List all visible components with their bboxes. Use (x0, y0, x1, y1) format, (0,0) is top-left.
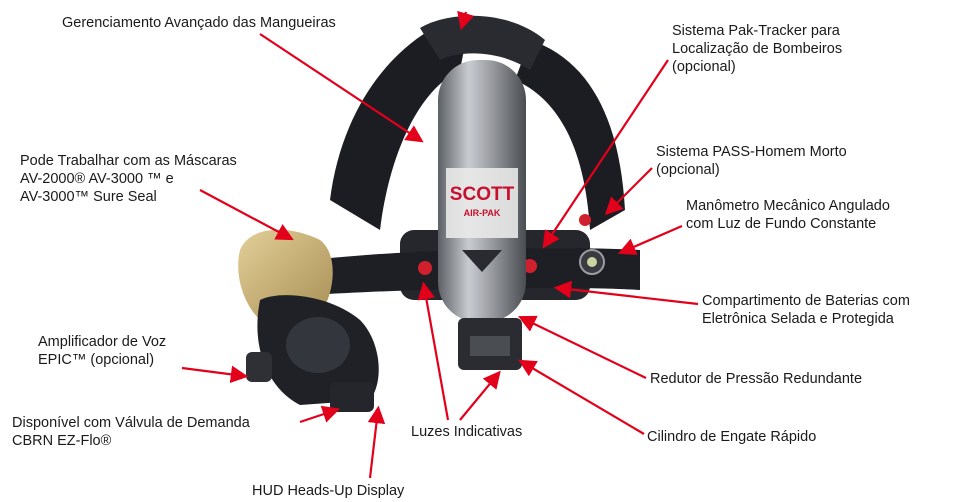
label-hose-management: Gerenciamento Avançado das Mangueiras (62, 14, 336, 32)
label-line: EPIC™ (opcional) (38, 352, 155, 368)
arrow-hud (367, 405, 386, 479)
label-line: Cilindro de Engate Rápido (647, 429, 817, 445)
label-line: Redutor de Pressão Redundante (650, 371, 863, 387)
label-line: (opcional) (656, 162, 720, 178)
label-line: CBRN EZ-Flo® (12, 433, 112, 449)
label-line: Luzes Indicativas (411, 424, 523, 440)
callout-arrows (181, 10, 699, 479)
label-line: com Luz de Fundo Constante (686, 216, 877, 232)
arrow-gauge (617, 224, 683, 255)
top-strap (420, 15, 545, 70)
label-pressure-reducer: Redutor de Pressão Redundante (650, 370, 862, 388)
label-line: Eletrônica Selada e Protegida (702, 311, 894, 327)
label-line: Sistema PASS-Homem Morto (656, 144, 847, 160)
label-pass-system: Sistema PASS-Homem Morto (opcional) (656, 143, 847, 179)
right-shoulder-strap (515, 40, 625, 230)
arrow-voice (181, 365, 249, 384)
arrow-tracker (542, 59, 669, 249)
label-line: AV-2000® AV-3000 ™ e (20, 171, 174, 187)
label-quick-connect-cylinder: Cilindro de Engate Rápido (647, 428, 816, 446)
label-line: Pode Trabalhar com as Máscaras (20, 153, 237, 169)
label-line: Compartimento de Baterias com (702, 293, 910, 309)
arrow-reducer (518, 315, 647, 379)
arrow-battery (553, 280, 699, 306)
arrow-lights-r (459, 370, 501, 421)
label-indicator-lights: Luzes Indicativas (411, 423, 522, 441)
label-gauge: Manômetro Mecânico Angulado com Luz de Fu… (686, 197, 890, 233)
label-line: HUD Heads-Up Display (252, 483, 405, 499)
label-line: Manômetro Mecânico Angulado (686, 198, 890, 214)
label-line: Localização de Bombeiros (672, 41, 843, 57)
arrow-top (457, 10, 475, 31)
indicator-light-right (523, 259, 537, 273)
arrow-hoses (259, 33, 424, 143)
voice-amplifier (246, 352, 272, 382)
pass-light (579, 214, 591, 226)
label-line: Gerenciamento Avançado das Mangueiras (62, 15, 336, 31)
label-line: Disponível com Válvula de Demanda (12, 415, 250, 431)
arrow-lights-l (417, 281, 450, 421)
label-line: (opcional) (672, 59, 736, 75)
svg-text:SCOTT: SCOTT (450, 184, 515, 205)
left-shoulder-strap (330, 20, 470, 230)
arrow-cylinder (518, 359, 645, 435)
arrow-pass (604, 167, 653, 216)
label-line: Amplificador de Voz (38, 334, 167, 350)
arrow-valve (299, 405, 341, 424)
arrow-masks (199, 189, 294, 241)
indicator-light-left (418, 261, 432, 275)
label-line: AV-3000™ Sure Seal (20, 189, 157, 205)
label-line: Sistema Pak-Tracker para (672, 23, 840, 39)
label-hud-display: HUD Heads-Up Display (252, 482, 404, 500)
demand-valve (330, 382, 374, 412)
svg-text:AIR-PAK: AIR-PAK (464, 208, 501, 218)
